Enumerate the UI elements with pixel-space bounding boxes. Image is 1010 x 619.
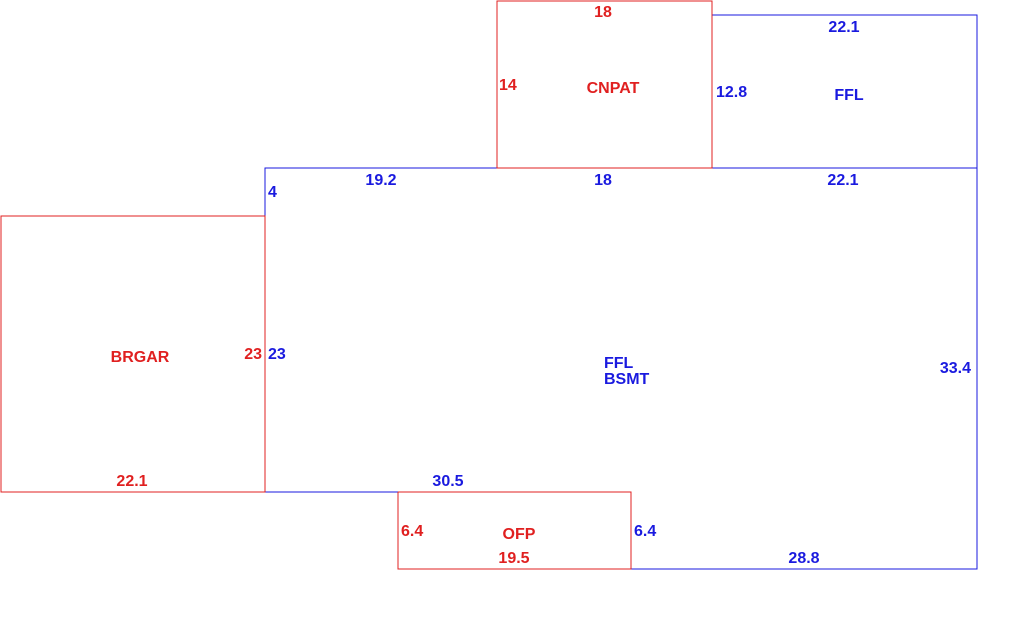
cnpat-label: CNPAT	[587, 80, 640, 97]
cnpat-outline	[496, 0, 713, 169]
bsmt-main-label: BSMT	[604, 371, 650, 388]
main-left-step-dimension: 4	[268, 184, 277, 201]
brgar-right-dimension: 23	[244, 346, 262, 363]
ofp-left-dimension: 6.4	[401, 523, 423, 540]
main-step-right-dimension: 6.4	[634, 523, 656, 540]
brgar-label: BRGAR	[111, 349, 170, 366]
ofp-bottom-dimension: 19.5	[498, 550, 529, 567]
main-top-left-dimension: 19.2	[365, 172, 396, 189]
ofp-label: OFP	[503, 526, 536, 543]
brgar-bottom-dimension: 22.1	[116, 473, 147, 490]
main-bottom-left-dimension: 30.5	[432, 473, 463, 490]
main-bottom-right-dimension: 28.8	[788, 550, 819, 567]
main-right-dimension: 33.4	[940, 360, 971, 377]
main-top-right-dimension: 22.1	[827, 172, 858, 189]
ffl-top-left-dimension: 12.8	[716, 84, 747, 101]
ofp-outline	[397, 491, 632, 570]
brgar-outline	[0, 215, 266, 493]
cnpat-top-dimension: 18	[594, 4, 612, 21]
ffl-top-label: FFL	[834, 87, 864, 104]
ffl-top-top-dimension: 22.1	[828, 19, 859, 36]
ffl-main-label: FFL	[604, 355, 634, 372]
main-top-mid-dimension: 18	[594, 172, 612, 189]
main-left-dimension: 23	[268, 346, 286, 363]
cnpat-left-dimension: 14	[499, 77, 517, 94]
